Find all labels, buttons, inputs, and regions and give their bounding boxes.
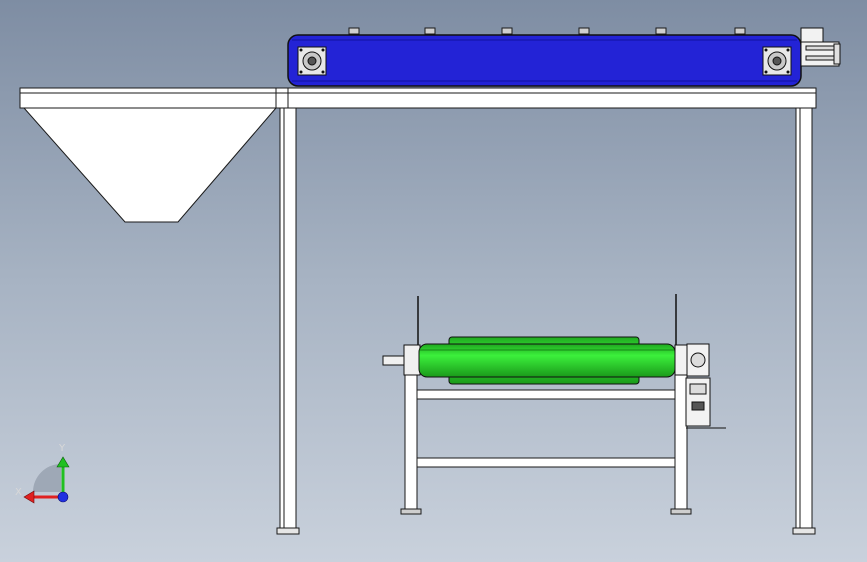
right-leg[interactable] bbox=[795, 107, 813, 529]
top-rail-left[interactable] bbox=[19, 87, 289, 109]
feed-hopper[interactable] bbox=[22, 107, 278, 223]
top-rail-right[interactable] bbox=[287, 87, 817, 109]
left-shaft bbox=[382, 344, 421, 376]
x-axis-label: X bbox=[15, 487, 22, 498]
roller-unit[interactable] bbox=[382, 294, 726, 515]
left-leg[interactable] bbox=[279, 107, 297, 529]
y-axis-arrowhead bbox=[56, 456, 70, 468]
roller-gear-motor[interactable] bbox=[674, 343, 726, 429]
left-bearing-icon bbox=[297, 46, 327, 76]
orientation-triad bbox=[23, 456, 70, 504]
top-belt-conveyor[interactable] bbox=[287, 27, 841, 87]
support-frame[interactable] bbox=[19, 87, 817, 535]
y-axis-label: Y bbox=[59, 443, 66, 454]
roller-stand[interactable] bbox=[400, 374, 692, 515]
green-roller-core[interactable] bbox=[418, 343, 676, 378]
x-axis-arrowhead bbox=[23, 490, 35, 504]
conveyor-belt-body[interactable] bbox=[287, 34, 802, 87]
z-axis-dot bbox=[57, 491, 69, 503]
right-bearing-icon bbox=[762, 46, 792, 76]
conveyor-drive-motor[interactable] bbox=[800, 27, 841, 67]
conveyor-cleats bbox=[348, 27, 746, 35]
